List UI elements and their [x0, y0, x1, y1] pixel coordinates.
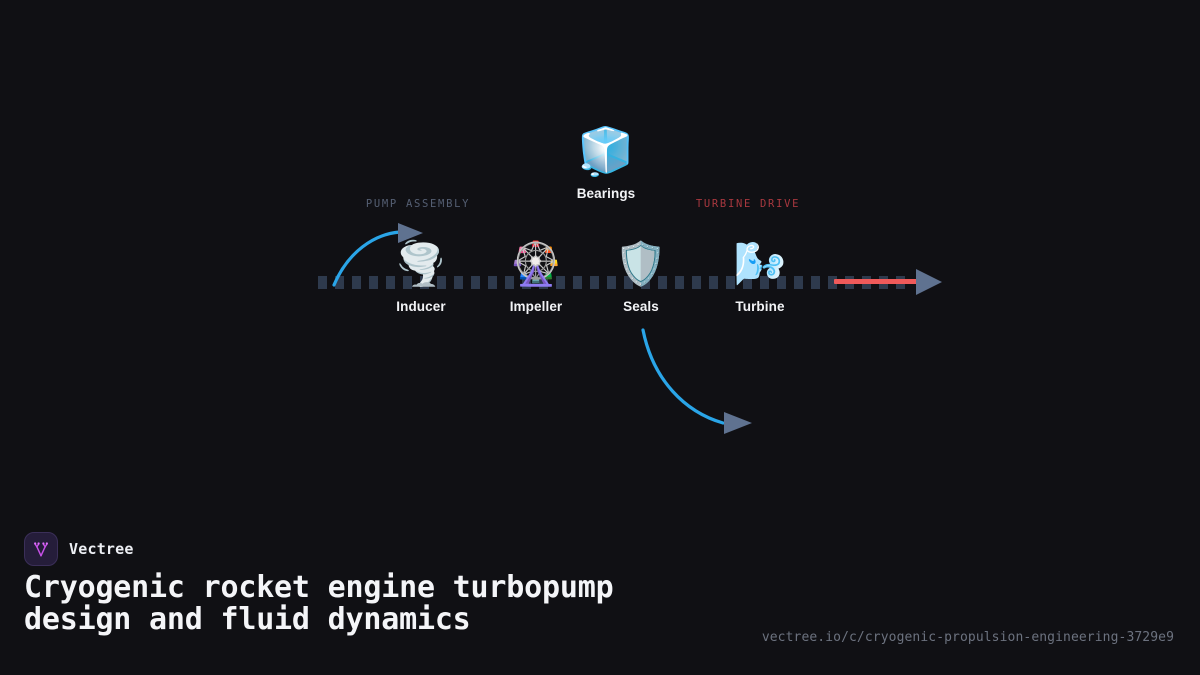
- node-label-inducer: Inducer: [396, 299, 446, 314]
- ferris-wheel-icon: 🎡: [509, 240, 563, 287]
- vectree-logo-icon: [24, 532, 58, 566]
- brand: Vectree: [24, 532, 134, 566]
- timeline-accent-segment: [834, 279, 920, 284]
- timeline-rail: [318, 276, 910, 289]
- phase-label-turbine-drive: TURBINE DRIVE: [695, 198, 801, 210]
- node-inducer[interactable]: 🌪️ Inducer: [341, 240, 501, 315]
- node-seals[interactable]: 🛡️ Seals: [561, 240, 721, 315]
- node-label-turbine: Turbine: [735, 299, 785, 314]
- brand-name: Vectree: [69, 540, 134, 558]
- phase-label-pump-assembly: PUMP ASSEMBLY: [365, 198, 471, 210]
- ice-cube-icon: 🧊: [577, 125, 635, 177]
- node-label-impeller: Impeller: [509, 299, 563, 314]
- node-impeller[interactable]: 🎡 Impeller: [456, 240, 616, 315]
- tornado-icon: 🌪️: [394, 240, 448, 287]
- node-label-bearings: Bearings: [576, 186, 636, 201]
- share-url: vectree.io/c/cryogenic-propulsion-engine…: [761, 630, 1174, 645]
- page-title: Cryogenic rocket engine turbopump design…: [24, 570, 824, 638]
- shield-icon: 🛡️: [614, 240, 668, 287]
- connector-arrowhead-seals: [724, 412, 752, 434]
- footer: Vectree Cryogenic rocket engine turbopum…: [0, 520, 1200, 675]
- diagram-canvas: PUMP ASSEMBLY TURBINE DRIVE 🌪️ Inducer 🎡…: [318, 128, 942, 434]
- wind-icon: 🌬️: [733, 240, 787, 287]
- node-label-seals: Seals: [623, 299, 659, 314]
- node-bearings[interactable]: 🧊 Bearings: [526, 128, 686, 201]
- connector-curve-seals: [641, 328, 725, 425]
- node-turbine[interactable]: 🌬️ Turbine: [680, 240, 840, 315]
- page-title-line-1: Cryogenic rocket engine turbopump: [24, 570, 614, 605]
- page-title-line-2: design and fluid dynamics: [24, 602, 471, 638]
